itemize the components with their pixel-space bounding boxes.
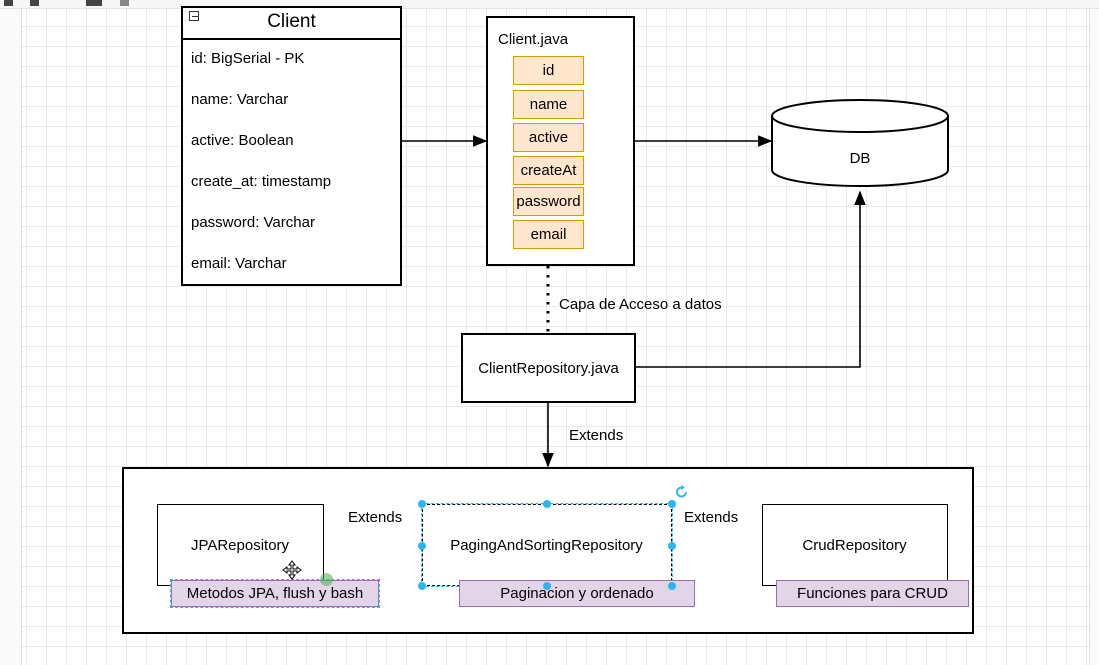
arrow-repository-to-db — [635, 190, 866, 368]
db-cylinder[interactable] — [770, 98, 952, 190]
jpa-note-selection — [170, 579, 380, 608]
resize-handle-e[interactable] — [668, 542, 676, 550]
java-field-password[interactable]: password — [513, 187, 584, 216]
client-class-divider — [183, 38, 400, 40]
java-field-createat[interactable]: createAt — [513, 156, 584, 185]
extends-label-paging-crud: Extends — [684, 509, 739, 526]
client-java-title: Client.java — [498, 31, 569, 48]
java-field-id[interactable]: id — [513, 56, 584, 85]
paging-note[interactable]: Paginacion y ordenado — [459, 580, 695, 607]
crud-repository-label: CrudRepository — [802, 536, 907, 554]
copy-icon[interactable] — [120, 0, 129, 6]
rotate-icon[interactable] — [675, 485, 689, 499]
resize-handle-se[interactable] — [668, 582, 676, 590]
jpa-repository-label: JPARepository — [190, 536, 290, 554]
paging-repository-label: PagingAndSortingRepository — [450, 536, 643, 554]
java-field-active[interactable]: active — [513, 123, 584, 152]
redo-icon[interactable] — [30, 0, 39, 6]
resize-handle-sw[interactable] — [418, 582, 426, 590]
db-label: DB — [849, 149, 871, 167]
client-field-email: email: Varchar — [191, 255, 287, 272]
jpa-repository-box[interactable]: JPARepository — [157, 504, 324, 586]
undo-icon[interactable] — [4, 0, 13, 6]
client-repository-box[interactable]: ClientRepository.java — [461, 333, 636, 403]
extends-label-main: Extends — [569, 427, 624, 444]
toolbar-strip — [0, 0, 1099, 9]
crud-repository-box[interactable]: CrudRepository — [762, 504, 948, 586]
extends-label-jpa-paging: Extends — [348, 509, 403, 526]
resize-handle-s[interactable] — [543, 582, 551, 590]
crud-note[interactable]: Funciones para CRUD — [776, 580, 969, 607]
connection-point[interactable] — [320, 573, 333, 586]
jpa-note[interactable]: Metodos JPA, flush y bash — [171, 580, 379, 607]
data-layer-label: Capa de Acceso a datos — [559, 296, 722, 313]
right-panel-edge — [1089, 9, 1099, 665]
client-field-id: id: BigSerial - PK — [191, 50, 305, 67]
format-icon[interactable] — [86, 0, 102, 6]
client-class-title: Client — [267, 11, 316, 32]
client-field-create-at: create_at: timestamp — [191, 173, 332, 190]
left-panel-edge — [0, 9, 22, 665]
resize-handle-nw[interactable] — [418, 500, 426, 508]
client-field-name: name: Varchar — [191, 91, 289, 108]
resize-handle-n[interactable] — [543, 500, 551, 508]
resize-handle-w[interactable] — [418, 542, 426, 550]
java-field-name[interactable]: name — [513, 90, 584, 119]
collapse-icon[interactable] — [189, 11, 199, 21]
client-uml-class[interactable]: Client id: BigSerial - PK name: Varchar … — [181, 6, 402, 286]
client-field-password: password: Varchar — [191, 214, 315, 231]
client-field-active: active: Boolean — [191, 132, 294, 149]
move-cursor-icon — [282, 560, 302, 580]
java-field-email[interactable]: email — [513, 220, 584, 249]
resize-handle-ne[interactable] — [668, 500, 676, 508]
selection-outline — [421, 503, 673, 587]
